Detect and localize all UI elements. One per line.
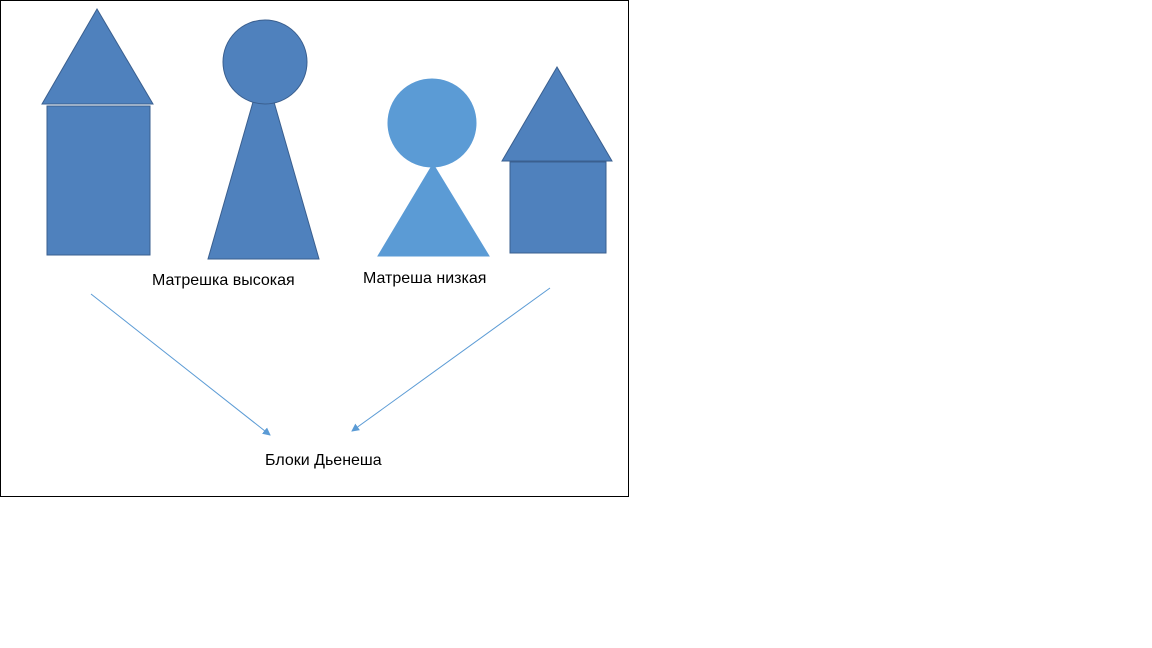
short-doll-label: Матреша низкая — [363, 270, 487, 287]
tall-doll-label: Матрешка высокая — [152, 272, 295, 289]
house-right-body — [509, 161, 607, 254]
house-left-body — [46, 105, 151, 256]
house-right-roof — [501, 66, 613, 162]
tall-doll-body — [207, 101, 320, 260]
arrow-right-to-target — [351, 287, 551, 432]
short-doll-body — [377, 163, 490, 257]
short-doll-shape — [377, 78, 490, 257]
arrow-left-to-target — [90, 293, 271, 436]
tall-doll-head — [222, 19, 308, 105]
house-left-roof — [41, 8, 154, 105]
house-right-shape — [501, 66, 613, 254]
house-left-shape — [41, 8, 154, 256]
tall-doll-shape — [207, 19, 320, 260]
target-label: Блоки Дьенеша — [265, 452, 382, 469]
short-doll-head — [387, 78, 477, 168]
